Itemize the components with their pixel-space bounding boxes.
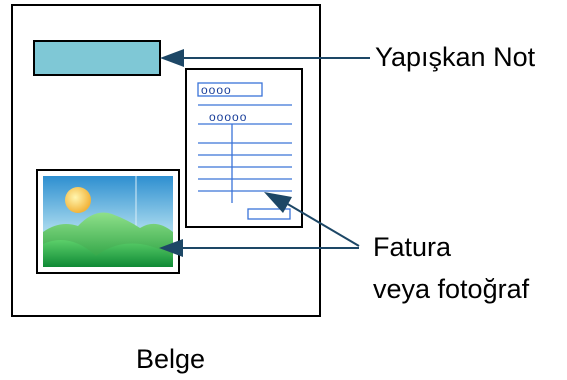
invoice-label-line1: Fatura bbox=[373, 232, 452, 262]
invoice-leader bbox=[273, 195, 360, 247]
invoice-top-field-text: oooo bbox=[201, 83, 232, 97]
sticky-note-label: Yapışkan Not bbox=[375, 42, 536, 72]
sticky-note bbox=[33, 40, 161, 76]
sun-icon bbox=[65, 187, 91, 213]
photo bbox=[36, 169, 180, 274]
invoice-total-field bbox=[247, 208, 291, 220]
invoice-arrowhead bbox=[264, 192, 292, 213]
mountain-icon-front bbox=[43, 240, 173, 267]
invoice-second-field-text: ooooo bbox=[209, 110, 247, 124]
invoice-top-field bbox=[197, 82, 263, 97]
invoice: oooo ooooo bbox=[185, 68, 303, 228]
photo-arrowhead bbox=[159, 239, 183, 257]
connectors bbox=[159, 49, 370, 257]
sticky-note-arrowhead bbox=[160, 49, 184, 67]
invoice-label-line2: veya fotoğraf bbox=[373, 274, 530, 304]
document-label: Belge bbox=[136, 344, 205, 374]
